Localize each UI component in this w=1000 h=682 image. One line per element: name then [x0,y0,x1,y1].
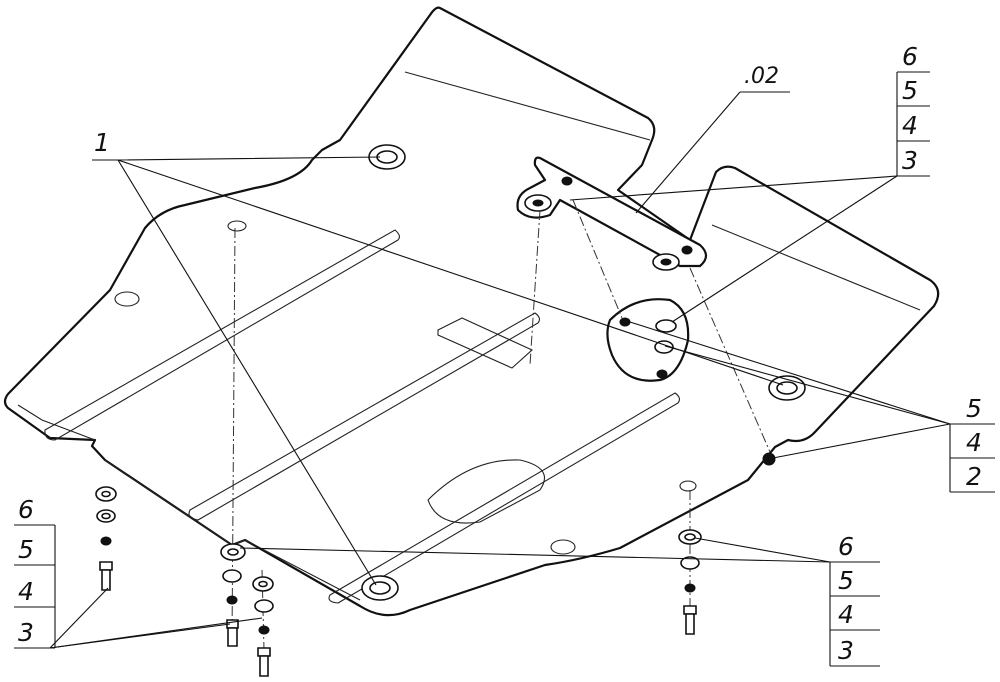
guard-rear-bend-line [104,459,361,601]
rear-right-bolt-head [762,452,776,466]
label-stack-frames [14,71,995,667]
mounting-bushings [361,144,806,601]
hole-top-slot [227,220,247,232]
pad-fastener-a [655,319,677,333]
cross-slot-cutout [437,317,533,369]
pad-fastener-d [656,369,668,379]
oval-service-hatch [427,459,545,524]
leader-lines [49,91,951,649]
bracket-bolt-a [561,176,573,186]
guard-front-fold-line [404,71,651,141]
label-top-right-3: 3 [902,146,918,175]
fastener-stack-middle-b [252,576,274,677]
label-bottom-left-3: 3 [18,618,34,647]
pad-fastener-c [619,317,631,327]
fastener-stack-left [95,486,117,591]
hole-left [114,291,140,307]
label-bottom-left-5: 5 [18,535,34,564]
label-bottom-right-3: 3 [838,636,854,665]
label-top-right-6: 6 [902,42,918,71]
label-part-02: .02 [744,64,779,89]
label-top-right-4: 4 [902,111,918,140]
pad-fastener-b [654,340,674,354]
raised-mounting-pad [606,298,690,382]
label-mid-right-2: 2 [966,462,982,491]
guard-left-bend-line [17,404,96,441]
label-part-1: 1 [94,128,110,157]
label-bottom-right-5: 5 [838,566,854,595]
hole-right-slot [679,480,697,492]
guard-plate-outline [3,6,940,617]
guard-right-fold-line [711,224,921,311]
fastener-stack-middle-a [220,543,246,647]
label-bottom-right-6: 6 [838,532,854,561]
label-mid-right-5: 5 [966,394,982,423]
hole-bottom [550,539,576,555]
label-mid-right-4: 4 [966,428,982,457]
label-top-right-5: 5 [902,76,918,105]
fastener-stack-right [678,529,702,635]
label-bottom-right-4: 4 [838,600,854,629]
label-bottom-left-6: 6 [18,495,34,524]
label-bottom-left-4: 4 [18,577,34,606]
stiffening-ribs [44,229,680,604]
bracket-bolt-b [681,245,693,255]
